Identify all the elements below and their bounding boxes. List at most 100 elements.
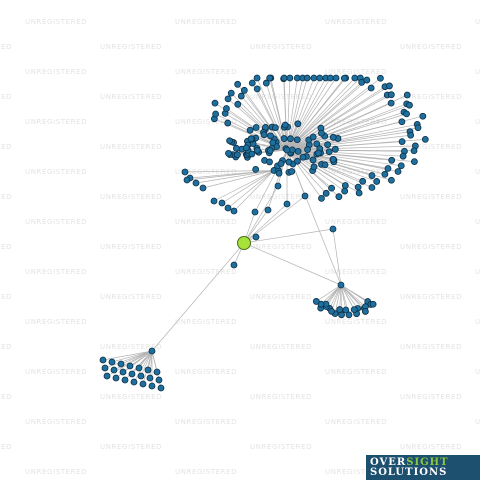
entity-node[interactable] xyxy=(266,147,274,155)
entity-node[interactable] xyxy=(252,233,260,241)
entity-node[interactable] xyxy=(260,131,268,139)
entity-node[interactable] xyxy=(294,157,301,165)
entity-node[interactable] xyxy=(199,184,207,192)
entity-node[interactable] xyxy=(406,101,413,109)
entity-node[interactable] xyxy=(411,158,418,165)
entity-node[interactable] xyxy=(253,146,261,154)
entity-node[interactable] xyxy=(275,169,283,177)
entity-node[interactable] xyxy=(369,300,377,308)
entity-node[interactable] xyxy=(224,204,232,212)
entity-node[interactable] xyxy=(310,74,318,82)
entity-node[interactable] xyxy=(223,105,230,112)
entity-node[interactable] xyxy=(399,152,407,160)
entity-node[interactable] xyxy=(331,145,339,153)
entity-node[interactable] xyxy=(345,311,353,319)
entity-node[interactable] xyxy=(155,376,163,384)
entity-node[interactable] xyxy=(397,162,405,170)
entity-node[interactable] xyxy=(269,139,277,147)
entity-node[interactable] xyxy=(210,197,218,205)
entity-node[interactable] xyxy=(252,124,260,131)
entity-node[interactable] xyxy=(135,364,143,372)
entity-node[interactable] xyxy=(253,85,261,93)
entity-node[interactable] xyxy=(272,124,279,132)
entity-node[interactable] xyxy=(329,225,337,233)
entity-node[interactable] xyxy=(325,148,333,156)
entity-node[interactable] xyxy=(351,74,359,82)
entity-node[interactable] xyxy=(354,183,362,191)
entity-node[interactable] xyxy=(368,172,376,179)
entity-node[interactable] xyxy=(398,118,406,126)
entity-node[interactable] xyxy=(327,74,334,82)
entity-node[interactable] xyxy=(148,382,156,390)
entity-node[interactable] xyxy=(328,184,335,192)
entity-node[interactable] xyxy=(146,374,154,382)
entity-node[interactable] xyxy=(410,147,418,155)
entity-node[interactable] xyxy=(242,144,250,152)
entity-node[interactable] xyxy=(252,165,260,173)
entity-node[interactable] xyxy=(398,138,406,145)
entity-node[interactable] xyxy=(310,163,318,171)
entity-node[interactable] xyxy=(286,74,294,82)
entity-node[interactable] xyxy=(224,95,232,103)
entity-node[interactable] xyxy=(386,82,393,90)
entity-node[interactable] xyxy=(267,132,274,140)
entity-node[interactable] xyxy=(230,261,238,269)
entity-node[interactable] xyxy=(387,99,395,107)
entity-node[interactable] xyxy=(388,176,395,184)
entity-node[interactable] xyxy=(304,146,311,153)
entity-node[interactable] xyxy=(148,347,156,355)
entity-node[interactable] xyxy=(181,168,189,176)
entity-node[interactable] xyxy=(126,362,134,370)
entity-node[interactable] xyxy=(266,158,273,166)
entity-node[interactable] xyxy=(101,364,109,372)
entity-node[interactable] xyxy=(283,146,291,154)
entity-node[interactable] xyxy=(112,374,120,382)
entity-node[interactable] xyxy=(329,155,337,163)
entity-node[interactable] xyxy=(321,161,329,169)
entity-node[interactable] xyxy=(130,378,138,386)
entity-node[interactable] xyxy=(318,129,325,137)
entity-node[interactable] xyxy=(153,368,161,376)
entity-node[interactable] xyxy=(403,110,410,118)
entity-node[interactable] xyxy=(313,140,321,148)
entity-node[interactable] xyxy=(248,150,256,158)
entity-node[interactable] xyxy=(128,370,136,378)
entity-node[interactable] xyxy=(226,137,233,145)
entity-node[interactable] xyxy=(251,208,259,216)
entity-node[interactable] xyxy=(144,366,152,374)
entity-node[interactable] xyxy=(280,74,288,82)
entity-node[interactable] xyxy=(335,193,343,201)
entity-node[interactable] xyxy=(266,74,274,82)
entity-node[interactable] xyxy=(341,187,349,195)
entity-node[interactable] xyxy=(388,156,396,164)
entity-node[interactable] xyxy=(299,153,307,161)
entity-node[interactable] xyxy=(227,89,235,97)
entity-node[interactable] xyxy=(247,135,255,143)
entity-node[interactable] xyxy=(157,384,165,392)
entity-node[interactable] xyxy=(103,372,111,380)
entity-node[interactable] xyxy=(121,376,129,384)
entity-node[interactable] xyxy=(324,141,331,149)
entity-node[interactable] xyxy=(363,76,371,84)
entity-node[interactable] xyxy=(237,92,245,100)
entity-node[interactable] xyxy=(285,158,293,166)
entity-node[interactable] xyxy=(137,372,145,380)
entity-node[interactable] xyxy=(274,182,282,190)
entity-node[interactable] xyxy=(419,112,427,120)
entity-node[interactable] xyxy=(281,121,289,129)
entity-node[interactable] xyxy=(253,74,261,82)
entity-node[interactable] xyxy=(303,74,311,82)
entity-node[interactable] xyxy=(359,177,367,185)
entity-node[interactable] xyxy=(318,194,325,202)
entity-node[interactable] xyxy=(294,147,302,155)
entity-node[interactable] xyxy=(293,136,301,144)
entity-node[interactable] xyxy=(336,306,344,313)
entity-node[interactable] xyxy=(394,168,402,175)
entity-node[interactable] xyxy=(139,380,147,388)
entity-node[interactable] xyxy=(342,306,350,314)
entity-node[interactable] xyxy=(407,131,415,139)
entity-node[interactable] xyxy=(387,91,395,99)
entity-node[interactable] xyxy=(234,151,241,159)
entity-node[interactable] xyxy=(309,133,317,141)
entity-node[interactable] xyxy=(277,160,285,167)
